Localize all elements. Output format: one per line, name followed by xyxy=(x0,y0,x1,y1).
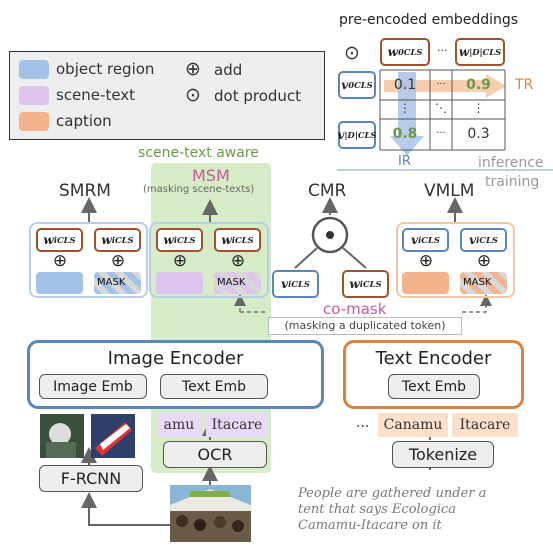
legend-swatch-caption xyxy=(19,112,49,131)
scene-text-aware-label: scene-text aware xyxy=(138,145,259,161)
smrm-region-token xyxy=(36,272,83,294)
vmlm-mask-label: MASK xyxy=(463,277,492,288)
msm-group xyxy=(149,222,269,298)
msm-mask-token xyxy=(214,272,261,294)
image-encoder-title: Image Encoder xyxy=(107,348,244,369)
vmlm-mask-token xyxy=(460,272,507,294)
cmr-label: CMR xyxy=(308,181,347,201)
smrm-group xyxy=(29,222,148,298)
matrix-col-dots: ··· xyxy=(437,44,448,57)
ir-label: IR xyxy=(398,154,411,169)
matrix-cell-r2c2: ⋱ xyxy=(435,101,447,115)
ocr-token-2: Itacare xyxy=(206,413,268,437)
legend-swatch-object xyxy=(19,60,49,79)
legend-swatch-scene xyxy=(19,86,49,105)
matrix-cell-r3c2: ··· xyxy=(436,128,446,139)
comask-title: co-mask xyxy=(323,300,387,318)
tokenize-token-1: Canamu xyxy=(378,413,448,437)
caption-text: People are gathered under a tent that sa… xyxy=(298,486,487,533)
matrix-cell-r1c3: 0.9 xyxy=(466,77,491,93)
matrix-cell-r1c1: 0.1 xyxy=(393,77,417,93)
ocr-box: OCR xyxy=(163,441,267,468)
legend-label-dot: dot product xyxy=(214,87,302,105)
inference-label: inference xyxy=(478,155,544,171)
smrm-mask-label: MASK xyxy=(97,277,126,288)
legend-label-scene: scene-text xyxy=(56,86,136,104)
tr-label: TR xyxy=(515,77,534,93)
legend-label-add: add xyxy=(214,61,243,79)
matrix-dot-icon: ⊙ xyxy=(344,42,360,64)
msm-add-1-icon: ⊕ xyxy=(172,251,188,271)
image-emb-box: Image Emb xyxy=(39,374,147,399)
vmlm-group xyxy=(396,222,515,298)
smrm-add-2-icon: ⊕ xyxy=(110,251,126,271)
matrix-cell-r1c2: ··· xyxy=(436,79,446,90)
tokenize-token-2: Itacare xyxy=(452,413,518,437)
image-text-emb-box: Text Emb xyxy=(160,374,268,399)
vmlm-label: VMLM xyxy=(424,181,475,201)
vmlm-add-2-icon: ⊕ xyxy=(476,251,492,271)
comask-sublabel: (masking a duplicated token) xyxy=(268,317,462,335)
add-symbol-icon: ⊕ xyxy=(185,58,201,80)
legend-box xyxy=(9,51,325,140)
msm-add-2-icon: ⊕ xyxy=(230,251,246,271)
vmlm-caption-token xyxy=(402,272,449,294)
dot-product-symbol-icon: ⊙ xyxy=(185,84,201,106)
matrix-cell-r2c1: ⋮ xyxy=(399,101,411,115)
matrix-col-wd: w|D|CLS xyxy=(455,38,505,66)
text-emb-box: Text Emb xyxy=(388,374,480,399)
legend-label-caption: caption xyxy=(56,112,112,130)
tokenize-box: Tokenize xyxy=(392,441,494,468)
frcnn-box: F-RCNN xyxy=(39,465,143,492)
msm-mask-label: MASK xyxy=(217,277,246,288)
ocr-token-1: amu xyxy=(157,413,201,437)
region-crop-images xyxy=(40,414,135,458)
tokenize-ellipsis: ... xyxy=(356,415,370,431)
training-label: training xyxy=(485,174,540,190)
msm-sublabel: (masking scene-texts) xyxy=(143,184,255,195)
msm-label: MSM xyxy=(192,166,230,185)
matrix-cell-r2c3: ⋮ xyxy=(472,101,485,115)
legend-label-object: object region xyxy=(56,60,155,78)
smrm-add-1-icon: ⊕ xyxy=(52,251,68,271)
source-photo xyxy=(170,485,251,542)
matrix-cell-r3c3: 0.3 xyxy=(467,126,490,142)
text-encoder-title: Text Encoder xyxy=(375,348,492,369)
vmlm-add-1-icon: ⊕ xyxy=(418,251,434,271)
matrix-cell-r3c1: 0.8 xyxy=(392,126,418,142)
matrix-row-vd: v|D|CLS xyxy=(338,121,376,149)
smrm-mask-token xyxy=(94,272,141,294)
smrm-label: SMRM xyxy=(59,181,111,201)
inference-title: pre-encoded embeddings xyxy=(339,12,519,28)
msm-scene-token xyxy=(156,272,203,294)
